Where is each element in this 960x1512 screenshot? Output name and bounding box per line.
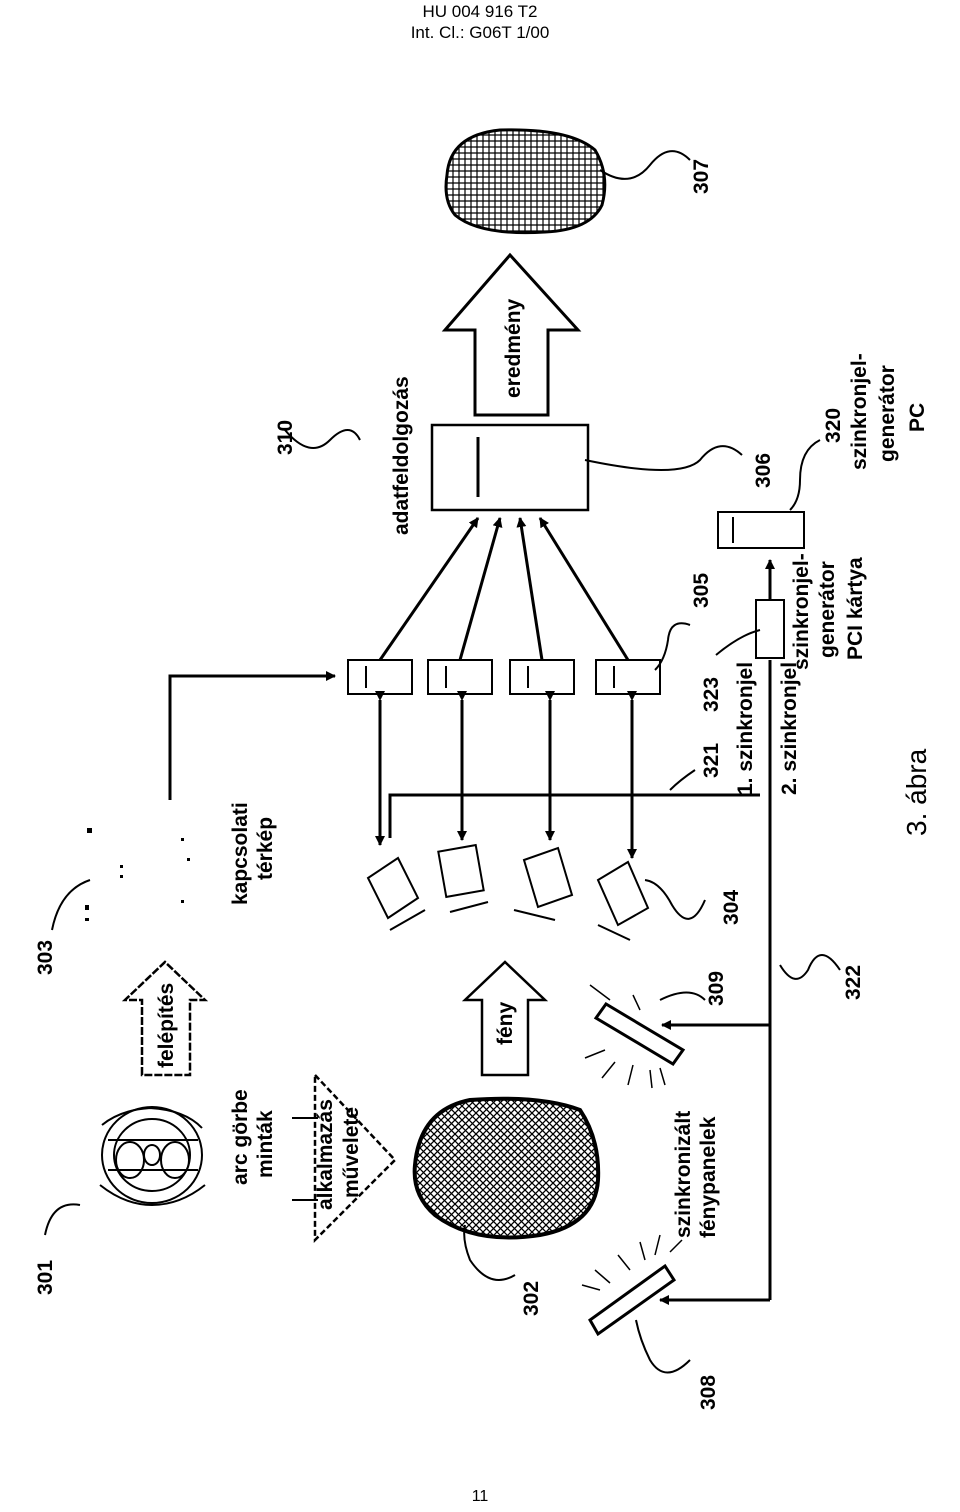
pci-card	[755, 559, 785, 659]
label-pci-3: PCI kártya	[844, 557, 867, 660]
camera-box-2	[427, 659, 493, 695]
camera-1	[366, 856, 426, 931]
arrow-feny	[461, 960, 549, 1077]
ref-302: 302	[520, 1281, 543, 1316]
light-panel-309	[584, 984, 686, 1089]
label-pci-2: generátor	[816, 561, 839, 658]
label-felepites: felépítés	[155, 983, 178, 1068]
label-pc-2: generátor	[876, 365, 899, 462]
camera-3	[513, 846, 574, 921]
ref-322: 322	[842, 965, 865, 1000]
camera-box-4	[595, 659, 661, 695]
label-pc-1: szinkronjel-	[848, 353, 871, 470]
camera-box-1	[347, 659, 413, 695]
box-to-processor-arrows	[378, 517, 630, 661]
label-eredmeny: eredmény	[502, 298, 525, 398]
sync-signal-1-bus	[388, 793, 760, 838]
label-pc-3: PC	[906, 403, 929, 432]
label-szinkronjel-2: 2. szinkronjel	[778, 662, 801, 795]
ref-303: 303	[34, 940, 57, 975]
ref-320: 320	[822, 408, 845, 443]
ref-309: 309	[705, 971, 728, 1006]
sync-signal-2-bus	[659, 660, 772, 1305]
header-doc-number: HU 004 916 T2	[422, 2, 538, 21]
ref-323: 323	[700, 677, 723, 712]
arrow-felepites	[121, 960, 209, 1077]
ref-306: 306	[752, 453, 775, 488]
arrow-eredmeny	[441, 252, 582, 417]
application-operation-triangle	[292, 1071, 397, 1244]
map-to-box-line	[168, 671, 336, 800]
face-contour-patterns-301	[99, 1106, 206, 1207]
page-number: 11	[471, 1488, 489, 1505]
label-arc-gorbe-1: arc görbe	[229, 1089, 252, 1185]
label-szinkronjel-1: 1. szinkronjel	[734, 662, 757, 795]
ref-321: 321	[700, 743, 723, 778]
sync-generator-pc	[717, 511, 805, 549]
camera-box-3	[509, 659, 575, 695]
camera-2	[437, 843, 489, 913]
label-szinkronizalt-1: szinkronizált	[672, 1111, 695, 1238]
connection-map-dots-303	[85, 828, 190, 921]
figure-label: 3. ábra	[901, 748, 932, 836]
camera-box-links	[375, 691, 637, 859]
reference-leaders	[44, 150, 841, 1374]
ref-304: 304	[720, 890, 743, 925]
ref-308: 308	[697, 1375, 720, 1410]
result-mesh-face-307	[444, 128, 607, 235]
label-arc-gorbe-2: minták	[254, 1110, 277, 1178]
ref-301: 301	[34, 1260, 57, 1295]
wireframe-head-302	[412, 1096, 601, 1240]
header-classification: Int. Cl.: G06T 1/00	[410, 23, 550, 42]
label-alkalmazas-1: alkalmazás	[314, 1099, 337, 1210]
label-kapcsolati-1: kapcsolati	[229, 802, 252, 905]
ref-307: 307	[690, 159, 713, 194]
label-kapcsolati-2: térkép	[254, 817, 277, 880]
data-processor-box	[430, 423, 590, 512]
ref-310: 310	[274, 420, 297, 455]
label-feny: fény	[494, 1002, 517, 1046]
label-szinkronizalt-2: fénypanelek	[697, 1116, 720, 1238]
label-alkalmazas-2: művelete	[340, 1107, 363, 1198]
ref-305: 305	[690, 573, 713, 608]
label-adatfeldolgozas: adatfeldolgozás	[390, 376, 413, 535]
light-panel-308	[581, 1234, 683, 1337]
label-pci-1: szinkronjel-	[790, 553, 813, 670]
camera-4	[596, 860, 650, 941]
